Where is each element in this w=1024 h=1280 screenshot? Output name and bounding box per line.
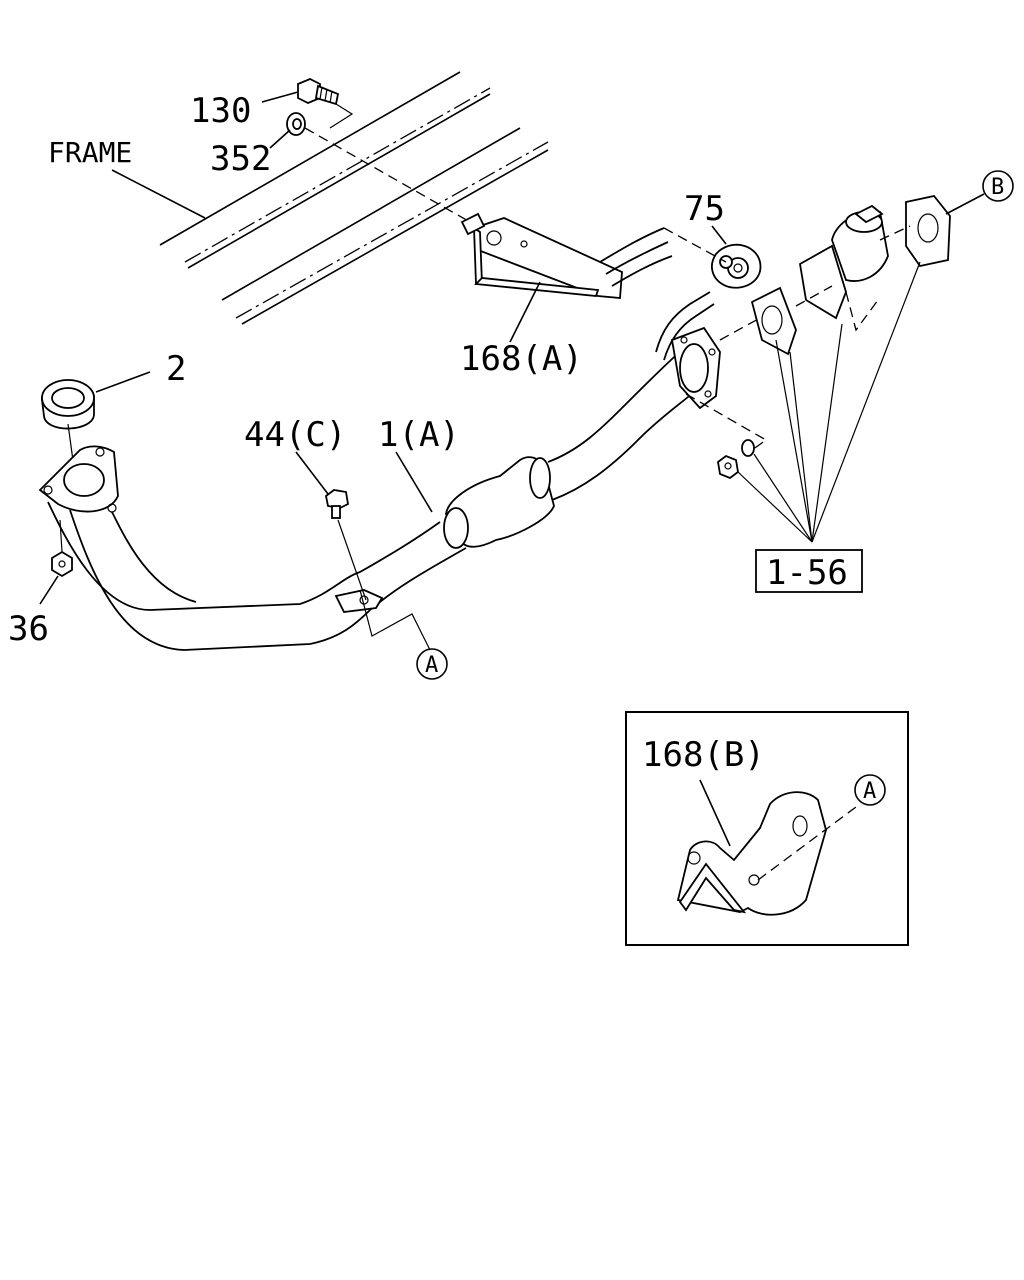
callout-130: 130 (190, 91, 251, 131)
flange-bolt-axis (685, 393, 768, 451)
leader-44c (295, 451, 329, 495)
washer-352-icon (286, 112, 306, 136)
callout-2: 2 (166, 349, 186, 389)
gasket-2-icon (41, 379, 95, 430)
gasket-axis-3 (879, 225, 911, 241)
callout-36: 36 (8, 609, 49, 649)
svg-text:A: A (863, 779, 876, 804)
front-pipe-1a-icon (38, 291, 721, 651)
leader-168a (509, 281, 541, 343)
bolt-44c-axis (337, 519, 367, 601)
gasket-axis-1 (719, 317, 761, 341)
leader-130 (261, 91, 299, 103)
rubber-hanger-75-icon (711, 243, 762, 289)
callout-168b: 168(B) (642, 735, 765, 775)
gasket-axis-2 (795, 285, 833, 307)
nut-36-axis (59, 519, 63, 553)
washer-lower-icon (741, 439, 755, 457)
ref-a-bracket (359, 589, 431, 651)
leader-75 (711, 225, 727, 245)
leader-2 (95, 371, 151, 393)
leader-1-56-fan (737, 261, 921, 543)
bracket-130-352 (329, 103, 354, 129)
ref-b-circle: B (982, 170, 1014, 202)
leader-1a (395, 451, 433, 513)
frame-label: FRAME (48, 136, 132, 169)
frame-rails (159, 71, 549, 325)
frame-leader (111, 169, 206, 219)
leader-168b (699, 779, 731, 847)
svg-text:B: B (991, 175, 1004, 200)
leader-36 (39, 575, 59, 605)
nut-lower-icon (717, 454, 739, 480)
bolt-axis (304, 127, 471, 223)
callout-352: 352 (210, 139, 271, 179)
nut-36-icon (51, 550, 73, 578)
callout-1-56: 1-56 (766, 553, 848, 593)
callout-75: 75 (684, 189, 725, 229)
callout-1a: 1(A) (378, 415, 460, 455)
rear-gasket-2-icon (905, 195, 951, 268)
ref-a2-axis (757, 803, 861, 881)
rear-muffler-inlet-icon (799, 204, 889, 332)
hanger-axis (663, 227, 727, 263)
callout-44c: 44(C) (244, 415, 346, 455)
callout-168a: 168(A) (460, 339, 583, 379)
bracket-168a-icon (460, 212, 673, 299)
svg-text:A: A (425, 653, 438, 678)
rear-gasket-1-icon (750, 286, 797, 356)
leader-352 (269, 129, 291, 149)
ref-a2-circle: A (854, 774, 886, 806)
leader-ref-b (945, 193, 985, 215)
bolt-44c-icon (325, 489, 349, 519)
callout-1-56-box (755, 549, 863, 593)
bracket-168b-icon (676, 791, 827, 916)
ref-a-circle: A (416, 648, 448, 680)
bolt-130-icon (297, 78, 340, 106)
